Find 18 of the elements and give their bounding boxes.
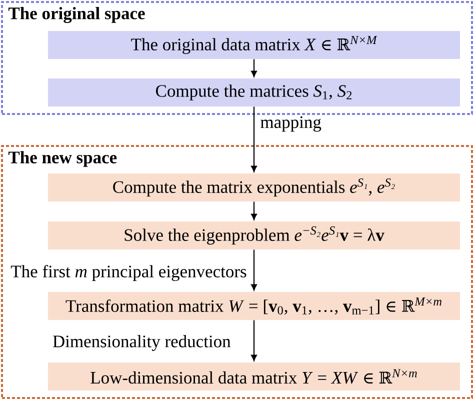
group-frame [1,145,473,399]
process-box: The original data matrix X ∈ ℝ$^{N×M}$ [48,31,460,59]
edge-label: mapping [259,115,322,133]
group-heading: The new space [8,151,117,167]
process-box: Low-dimensional data matrix Y = XW ∈ ℝ$^{N×m}$ [48,362,460,390]
process-box: Solve the eigenproblem e$^{−S₂}$e$^{S₁}$v = λv [48,222,460,250]
process-box: Transformation matrix W = [v$_{0}$, v$_{1}$, …, v$_{m−1}$] ∈ ℝ$^{M×m}$ [48,292,460,320]
arrow [251,106,257,172]
edge-label: Dimensionality reduction [51,334,232,352]
edge-label: The first m principal eigenvectors [10,264,248,282]
arrow [251,250,257,290]
arrow [251,59,257,77]
arrow [251,202,257,220]
process-box: Compute the matrix exponentials e$^{S₁}$, e$^{S₂}$ [48,174,460,202]
process-box: Compute the matrices S$_{1}$, S$_{2}$ [48,78,460,106]
group-frame [1,1,473,115]
group-heading: The original space [8,7,145,23]
arrow [251,320,257,361]
